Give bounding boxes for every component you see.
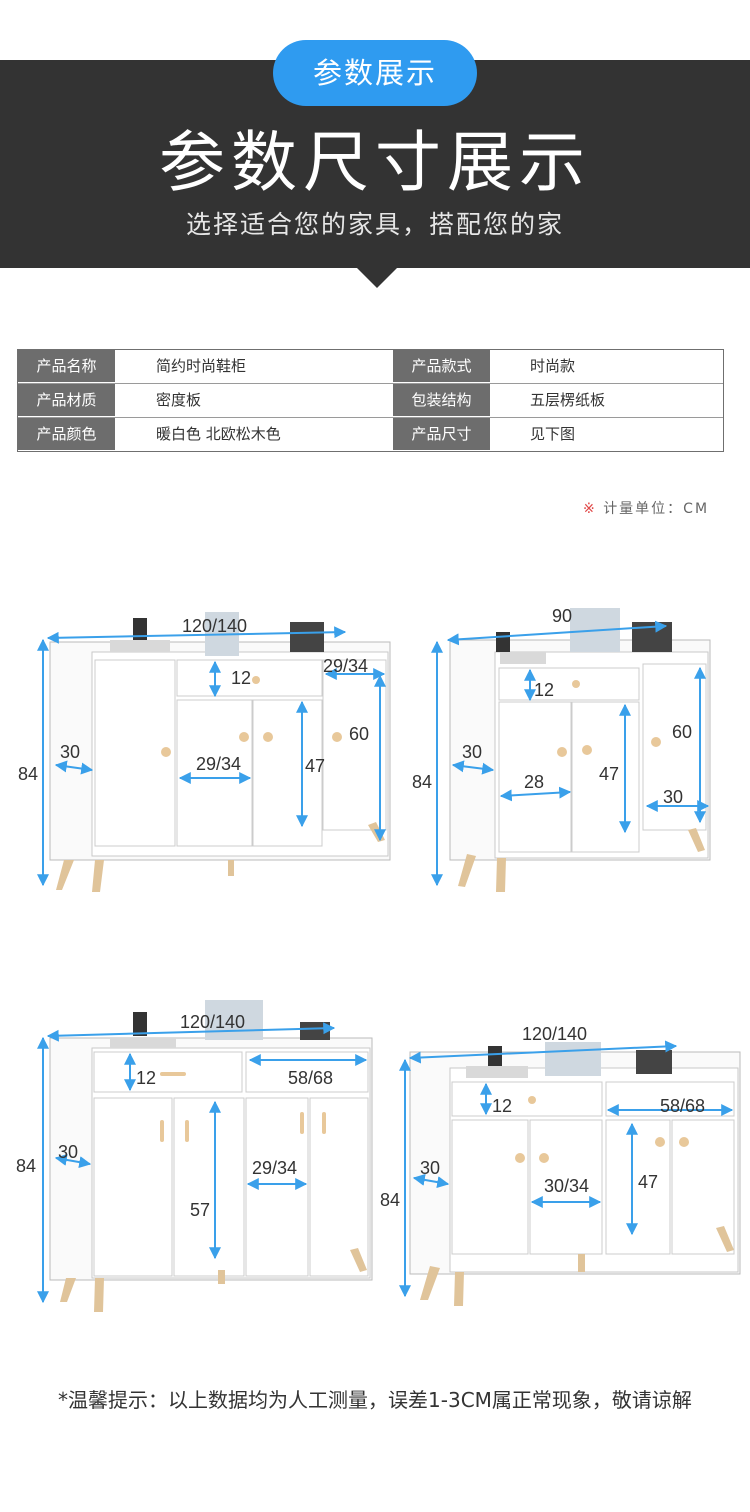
cabinet-2: 90 84 30 12 28 60 47 30 xyxy=(412,606,711,892)
dim-side-top: 29/34 xyxy=(323,656,368,676)
dim-door-height: 47 xyxy=(305,756,325,776)
banner-pointer xyxy=(355,266,399,288)
dim-height: 84 xyxy=(380,1190,400,1210)
dim-width: 120/140 xyxy=(522,1024,587,1044)
unit-text: 计量单位：CM xyxy=(603,501,710,517)
cabinet-1: 120/140 84 30 12 29/34 29/34 60 47 xyxy=(18,612,391,892)
dim-height: 84 xyxy=(16,1156,36,1176)
spec-row: 产品名称 简约时尚鞋柜 产品款式 时尚款 xyxy=(18,350,723,383)
cabinet-diagrams: 120/140 84 30 12 29/34 29/34 60 47 90 8 xyxy=(16,606,741,1312)
dim-depth: 30 xyxy=(420,1158,440,1178)
dim-side-height: 60 xyxy=(349,724,369,744)
dim-drawer: 12 xyxy=(492,1096,512,1116)
spec-row: 产品材质 密度板 包装结构 五层楞纸板 xyxy=(18,384,723,417)
section-pill: 参数展示 xyxy=(273,40,477,106)
spec-label: 产品尺寸 xyxy=(393,418,490,450)
dim-depth: 30 xyxy=(58,1142,78,1162)
spec-value: 暖白色 北欧松木色 xyxy=(156,425,281,443)
dim-width: 120/140 xyxy=(182,616,247,636)
spec-value: 五层楞纸板 xyxy=(530,391,606,409)
footer-tip: *温馨提示：以上数据均为人工测量，误差1-3CM属正常现象，敬请谅解 xyxy=(58,1388,692,1412)
unit-note: ※ 计量单位：CM xyxy=(583,498,709,518)
dim-depth: 30 xyxy=(462,742,482,762)
spec-label: 产品材质 xyxy=(18,384,115,416)
spec-label: 包装结构 xyxy=(393,384,490,416)
dim-drawer: 12 xyxy=(231,668,251,688)
dim-door-height: 47 xyxy=(638,1172,658,1192)
spec-value: 时尚款 xyxy=(530,357,576,375)
dim-door: 29/34 xyxy=(196,754,241,774)
dim-width: 90 xyxy=(552,606,572,626)
spec-value: 密度板 xyxy=(156,391,202,409)
cabinet-4: 120/140 84 30 12 58/68 30/34 47 xyxy=(380,1024,741,1306)
spec-label: 产品颜色 xyxy=(18,418,115,450)
spec-label: 产品款式 xyxy=(393,350,490,382)
divider xyxy=(18,417,723,418)
page-title: 参数尺寸展示 xyxy=(159,124,591,201)
dim-door-height: 47 xyxy=(599,764,619,784)
dim-drawer: 12 xyxy=(136,1068,156,1088)
spec-row: 产品颜色 暖白色 北欧松木色 产品尺寸 见下图 xyxy=(18,418,723,451)
unit-mark: ※ xyxy=(583,501,597,517)
page-subtitle: 选择适合您的家具，搭配您的家 xyxy=(185,210,564,239)
dim-side-height: 60 xyxy=(672,722,692,742)
dim-height: 84 xyxy=(412,772,432,792)
divider xyxy=(18,383,723,384)
spec-value: 见下图 xyxy=(530,425,576,443)
dim-width: 120/140 xyxy=(180,1012,245,1032)
dim-drawer-width: 58/68 xyxy=(288,1068,333,1088)
spec-value: 简约时尚鞋柜 xyxy=(156,357,247,375)
dim-door: 28 xyxy=(524,772,544,792)
spec-label: 产品名称 xyxy=(18,350,115,382)
dim-drawer-width: 58/68 xyxy=(660,1096,705,1116)
dim-door: 30/34 xyxy=(544,1176,589,1196)
dim-door: 29/34 xyxy=(252,1158,297,1178)
dim-height: 84 xyxy=(18,764,38,784)
spec-table: 产品名称 简约时尚鞋柜 产品款式 时尚款 产品材质 密度板 包装结构 五层楞纸板… xyxy=(17,349,724,452)
dim-depth: 30 xyxy=(60,742,80,762)
dim-drawer: 12 xyxy=(534,680,554,700)
dim-door-height: 57 xyxy=(190,1200,210,1220)
cabinet-3: 120/140 84 30 12 58/68 29/34 57 xyxy=(16,1000,373,1312)
dim-side-width: 30 xyxy=(663,787,683,807)
